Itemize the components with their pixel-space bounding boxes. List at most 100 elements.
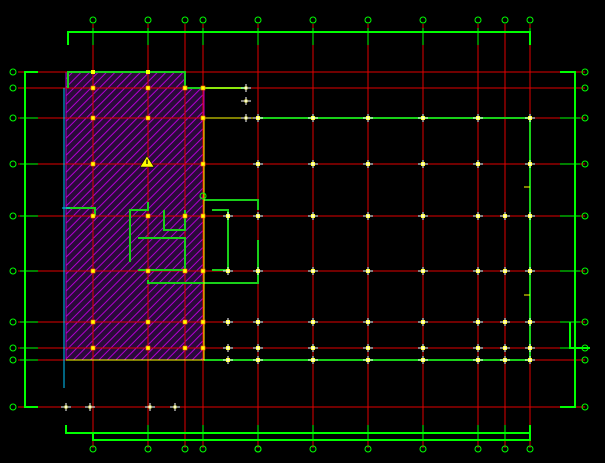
axis-bubble-right (581, 318, 589, 326)
axis-bubble-right (581, 356, 589, 364)
column-marker (145, 85, 151, 91)
axis-bubble-top (309, 16, 317, 24)
axis-bubble-bottom (199, 445, 207, 453)
column-marker (85, 403, 95, 411)
column-marker (223, 267, 233, 275)
column-marker (223, 318, 233, 326)
column-marker (308, 267, 318, 275)
column-marker (253, 160, 263, 168)
column-marker (90, 319, 96, 325)
column-marker (90, 161, 96, 167)
axis-bubble-bottom (364, 445, 372, 453)
column-marker (253, 318, 263, 326)
column-marker (223, 344, 233, 352)
column-marker (363, 267, 373, 275)
axis-bubble-top (364, 16, 372, 24)
column-markers[interactable] (61, 70, 535, 411)
column-marker (418, 344, 428, 352)
column-marker (253, 356, 263, 364)
axis-bubble-right (581, 344, 589, 352)
column-marker (473, 356, 483, 364)
column-marker (91, 70, 95, 74)
column-marker (253, 212, 263, 220)
column-marker (418, 318, 428, 326)
axis-bubble-bottom (144, 445, 152, 453)
column-marker (200, 268, 206, 274)
column-marker (308, 212, 318, 220)
column-marker (500, 356, 510, 364)
column-marker (253, 114, 263, 122)
column-marker (418, 267, 428, 275)
column-marker (90, 85, 96, 91)
column-marker (90, 345, 96, 351)
axis-bubble-left (9, 344, 17, 352)
column-marker (223, 356, 233, 364)
column-marker (145, 213, 151, 219)
column-marker (90, 213, 96, 219)
axis-bubble-left (9, 212, 17, 220)
column-marker (418, 212, 428, 220)
axis-bubble-bottom (526, 445, 534, 453)
axis-bubble-bottom (89, 445, 97, 453)
axis-bubble-bottom (309, 445, 317, 453)
column-marker (241, 97, 251, 105)
axis-bubble-top (144, 16, 152, 24)
column-marker (90, 268, 96, 274)
column-marker (182, 213, 188, 219)
column-marker (525, 267, 535, 275)
column-marker (473, 114, 483, 122)
column-marker (473, 267, 483, 275)
axis-bubble-top (419, 16, 427, 24)
column-marker (145, 345, 151, 351)
column-marker (418, 356, 428, 364)
column-marker (363, 356, 373, 364)
axis-bubble-top (526, 16, 534, 24)
axis-bubble-left (9, 114, 17, 122)
axis-bubble-bottom (501, 445, 509, 453)
column-marker (200, 345, 206, 351)
axis-bubble-right (581, 114, 589, 122)
column-marker (145, 319, 151, 325)
column-marker (418, 114, 428, 122)
axis-bubble-right (581, 68, 589, 76)
axis-bubble-left (9, 403, 17, 411)
column-marker (200, 319, 206, 325)
column-marker (182, 345, 188, 351)
column-marker (418, 160, 428, 168)
dimension-frame-top (67, 28, 531, 45)
column-marker (473, 318, 483, 326)
column-marker (146, 70, 150, 74)
column-marker (200, 213, 206, 219)
column-marker (182, 85, 188, 91)
axis-bubble-right (581, 403, 589, 411)
warning-triangle-icon[interactable] (139, 155, 155, 168)
column-marker (253, 344, 263, 352)
column-marker (308, 114, 318, 122)
column-marker (253, 267, 263, 275)
column-marker (525, 344, 535, 352)
column-marker (525, 114, 535, 122)
axis-bubble-inner (199, 192, 207, 200)
axis-bubble-bottom (254, 445, 262, 453)
column-marker (525, 212, 535, 220)
column-marker (200, 161, 206, 167)
column-marker (170, 403, 180, 411)
axis-bubble-left (9, 356, 17, 364)
axis-bubble-top (254, 16, 262, 24)
axis-bubble-top (501, 16, 509, 24)
axis-bubble-top (199, 16, 207, 24)
column-marker (223, 212, 233, 220)
axis-bubble-right (581, 267, 589, 275)
axis-bubble-left (9, 68, 17, 76)
axis-bubbles[interactable] (9, 16, 589, 453)
axis-bubble-bottom (181, 445, 189, 453)
column-marker (90, 115, 96, 121)
dimension-frame-bottom (65, 425, 531, 441)
axis-bubble-left (9, 160, 17, 168)
outline-lines (66, 87, 530, 361)
column-marker (363, 114, 373, 122)
column-marker (525, 356, 535, 364)
column-marker (200, 85, 206, 91)
